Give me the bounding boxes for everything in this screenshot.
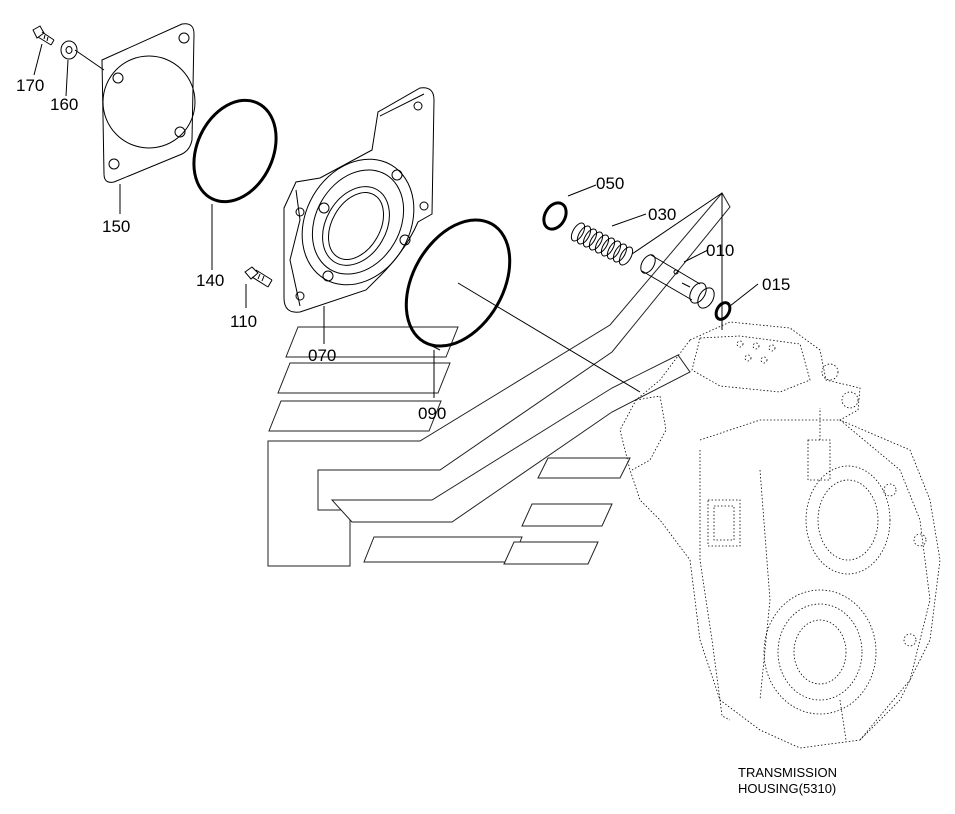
label-090: 090 bbox=[418, 404, 446, 423]
label-170: 170 bbox=[16, 76, 44, 95]
label-015: 015 bbox=[762, 275, 790, 294]
caption-line-2: HOUSING(5310) bbox=[738, 781, 836, 796]
bolt-110[interactable] bbox=[244, 266, 273, 288]
leader-lines bbox=[33, 43, 759, 398]
label-140: 140 bbox=[196, 271, 224, 290]
bolt-170[interactable] bbox=[32, 25, 55, 46]
gasket-150[interactable] bbox=[101, 23, 196, 183]
label-160: 160 bbox=[50, 95, 78, 114]
label-070: 070 bbox=[308, 346, 336, 365]
spring-030[interactable] bbox=[569, 221, 636, 267]
cover-070[interactable] bbox=[280, 87, 436, 313]
label-050: 050 bbox=[596, 174, 624, 193]
washer-160[interactable] bbox=[60, 40, 78, 60]
label-110: 110 bbox=[230, 312, 257, 331]
o-ring-050[interactable] bbox=[539, 199, 570, 233]
label-030: 030 bbox=[648, 205, 676, 224]
o-ring-015[interactable] bbox=[713, 300, 732, 322]
transmission-housing bbox=[619, 321, 941, 749]
label-150: 150 bbox=[102, 217, 130, 236]
watermark-logo bbox=[267, 192, 731, 567]
o-ring-140[interactable] bbox=[178, 87, 292, 215]
caption-line-1: TRANSMISSION bbox=[738, 765, 837, 780]
label-010: 010 bbox=[706, 241, 734, 260]
valve-010[interactable] bbox=[638, 252, 718, 311]
